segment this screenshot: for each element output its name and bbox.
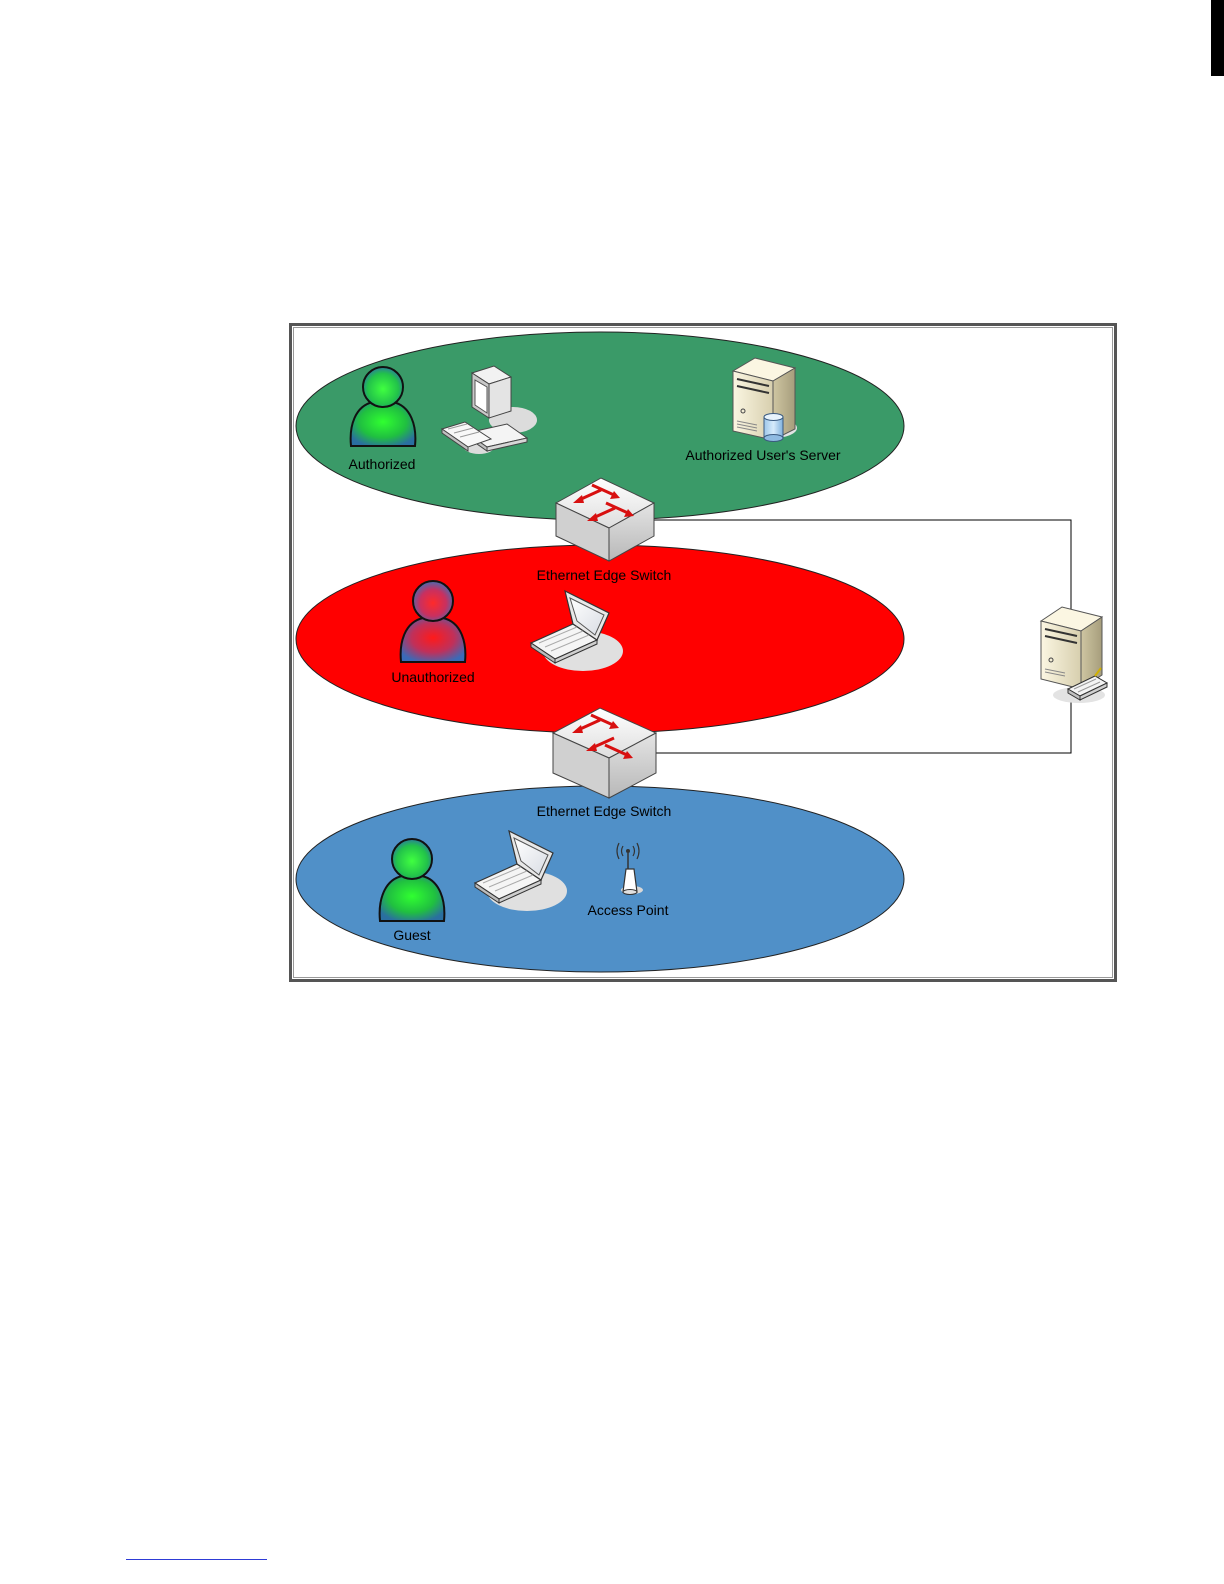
footnote-separator bbox=[126, 1559, 267, 1560]
access-point-label: Access Point bbox=[588, 902, 669, 918]
network-zones-diagram: Authorized Authorized User's Server bbox=[289, 323, 1117, 982]
database-server-icon bbox=[733, 358, 797, 442]
page-edge-bar bbox=[1211, 0, 1224, 76]
bottom-switch-label: Ethernet Edge Switch bbox=[537, 803, 672, 819]
top-switch-label: Ethernet Edge Switch bbox=[537, 567, 672, 583]
unauthorized-user-label: Unauthorized bbox=[391, 669, 474, 685]
authorized-user-label: Authorized bbox=[349, 456, 416, 472]
guest-user-label: Guest bbox=[393, 927, 430, 943]
authorized-server-label: Authorized User's Server bbox=[685, 447, 841, 463]
diagram-canvas: Authorized Authorized User's Server bbox=[289, 323, 1117, 982]
